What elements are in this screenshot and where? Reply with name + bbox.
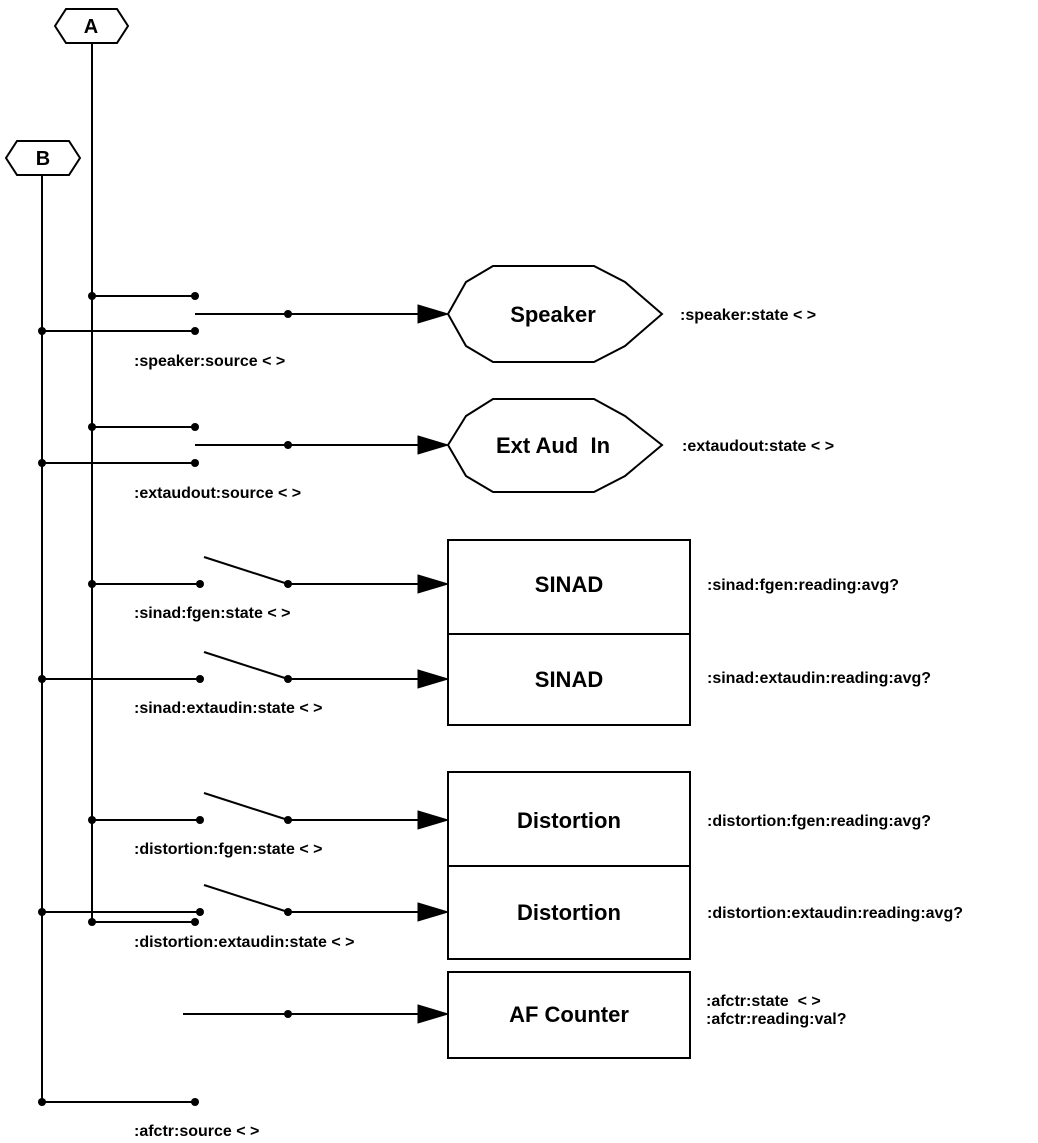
distortion-fgen-switch — [203, 792, 289, 821]
terminal-b-label: B — [36, 148, 50, 170]
extaudout-source-command: :extaudout:source < > — [134, 485, 301, 502]
speaker-label: Speaker — [510, 302, 596, 327]
sinad-extaudin-label: SINAD — [535, 667, 603, 692]
distortion-block: Distortion Distortion — [447, 771, 691, 960]
sinad-extaudin-switch — [203, 651, 289, 680]
speaker-path — [38, 292, 450, 335]
distortion-extaudin-label: Distortion — [517, 900, 621, 925]
terminal-b: B — [4, 140, 82, 176]
terminal-a: A — [53, 8, 130, 44]
sinad-extaudin-reading-command: :sinad:extaudin:reading:avg? — [707, 670, 931, 687]
sinad-fgen-reading-command: :sinad:fgen:reading:avg? — [707, 577, 899, 594]
extaudout-state-command: :extaudout:state < > — [682, 438, 834, 455]
speaker-block: Speaker — [446, 265, 664, 363]
speaker-source-command: :speaker:source < > — [134, 353, 285, 370]
afctr-reading-command: :afctr:reading:val? — [706, 1011, 846, 1028]
distortion-fgen-path — [88, 792, 450, 830]
ext-aud-in-block: Ext Aud In — [446, 398, 664, 493]
distortion-fgen-state-command: :distortion:fgen:state < > — [134, 841, 322, 858]
af-counter-path — [38, 918, 450, 1106]
afctr-state-command: :afctr:state < > — [706, 993, 821, 1010]
distortion-fgen-label: Distortion — [517, 808, 621, 833]
terminal-a-label: A — [84, 16, 98, 38]
ext-aud-in-path — [38, 423, 450, 467]
sinad-fgen-state-command: :sinad:fgen:state < > — [134, 605, 290, 622]
sinad-extaudin-state-command: :sinad:extaudin:state < > — [134, 700, 323, 717]
distortion-extaudin-reading-command: :distortion:extaudin:reading:avg? — [707, 905, 963, 922]
distortion-extaudin-state-command: :distortion:extaudin:state < > — [134, 934, 354, 951]
sinad-block: SINAD SINAD — [447, 539, 691, 726]
speaker-state-command: :speaker:state < > — [680, 307, 816, 324]
sinad-extaudin-path — [38, 651, 450, 689]
distortion-extaudin-path — [38, 884, 450, 922]
distortion-fgen-reading-command: :distortion:fgen:reading:avg? — [707, 813, 931, 830]
sinad-fgen-label: SINAD — [535, 572, 603, 597]
af-counter-label: AF Counter — [509, 1002, 629, 1027]
sinad-fgen-switch — [203, 556, 289, 585]
afctr-source-command: :afctr:source < > — [134, 1123, 259, 1140]
af-counter-block: AF Counter — [447, 971, 691, 1059]
distortion-extaudin-switch — [203, 884, 289, 913]
ext-aud-in-label: Ext Aud In — [496, 433, 610, 458]
sinad-fgen-path — [88, 556, 450, 594]
